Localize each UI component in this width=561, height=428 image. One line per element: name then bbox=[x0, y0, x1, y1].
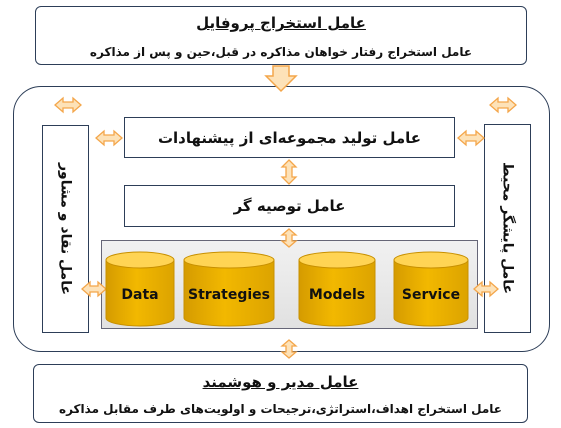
generator-right-arrow bbox=[457, 129, 485, 147]
frame-manager-arrow bbox=[280, 339, 298, 359]
proposal-generator-agent-label: عامل تولید مجموعه‌ای از پیشنهادات bbox=[157, 128, 422, 147]
data-label: Data bbox=[121, 287, 158, 303]
smart-manager-agent-box: عامل مدیر و هوشمند عامل استخراج اهداف،اس… bbox=[33, 364, 528, 423]
left-top-link-arrow bbox=[54, 96, 82, 114]
environment-monitor-agent-box: عامل پایشگر محیط bbox=[484, 124, 531, 333]
profile-down-arrow bbox=[264, 65, 298, 93]
service-label: Service bbox=[402, 287, 460, 303]
proposal-generator-agent-box: عامل تولید مجموعه‌ای از پیشنهادات bbox=[124, 117, 455, 158]
recommender-agent-label: عامل توصیه گر bbox=[233, 197, 346, 215]
data-cylinder: Data bbox=[105, 251, 175, 327]
environment-monitor-agent-label: عامل پایشگر محیط bbox=[499, 162, 516, 295]
smart-manager-agent-title: عامل مدیر و هوشمند bbox=[202, 373, 359, 391]
right-top-link-arrow bbox=[489, 96, 517, 114]
recommender-components-arrow bbox=[280, 228, 298, 248]
recommender-agent-box: عامل توصیه گر bbox=[124, 185, 455, 227]
generator-recommender-arrow bbox=[280, 159, 298, 185]
profile-extraction-agent-subtitle: عامل استخراج رفتار خواهان مذاکره در قبل،… bbox=[89, 45, 473, 59]
components-right-arrow bbox=[473, 280, 499, 298]
strategies-label: Strategies bbox=[188, 287, 270, 303]
generator-left-arrow bbox=[95, 129, 123, 147]
critic-advisor-agent-box: عامل نقاد و مشاور bbox=[42, 125, 89, 333]
profile-extraction-agent-title: عامل استخراج پروفایل bbox=[196, 14, 366, 32]
components-left-arrow bbox=[81, 280, 107, 298]
service-cylinder: Service bbox=[393, 251, 469, 327]
strategies-cylinder: Strategies bbox=[183, 251, 275, 327]
smart-manager-agent-subtitle: عامل استخراج اهداف،استراتژی،ترجیحات و او… bbox=[59, 402, 502, 416]
critic-advisor-agent-label: عامل نقاد و مشاور bbox=[57, 162, 74, 295]
profile-extraction-agent-box: عامل استخراج پروفایل عامل استخراج رفتار … bbox=[35, 6, 527, 65]
models-label: Models bbox=[309, 287, 365, 303]
models-cylinder: Models bbox=[298, 251, 376, 327]
